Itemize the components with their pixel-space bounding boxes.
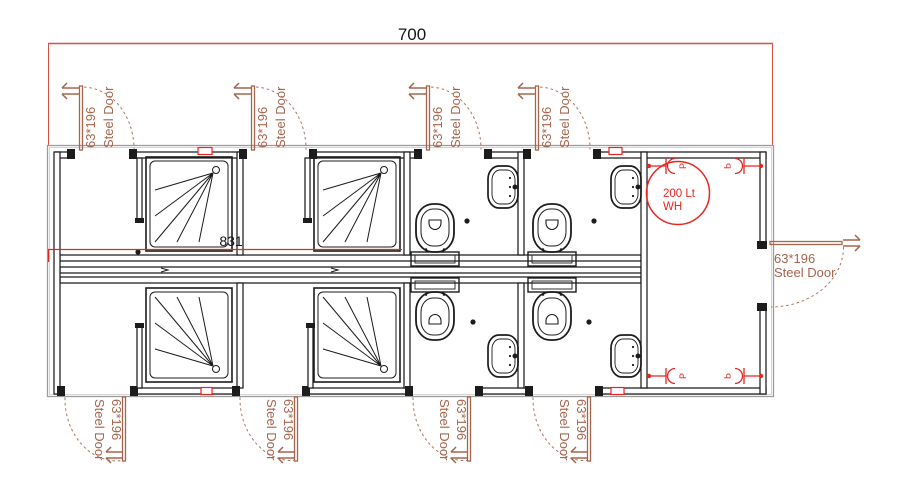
valve-symbol-bottom-left: P xyxy=(646,367,688,385)
partition xyxy=(403,151,411,256)
partition xyxy=(640,151,648,389)
door-label-type: Steel Door xyxy=(264,399,279,461)
wall-segment xyxy=(59,266,642,274)
door-label-type: Steel Door xyxy=(101,86,116,148)
door-label-type: Steel Door xyxy=(774,265,836,280)
mid-wall xyxy=(59,254,642,284)
door-label-type: Steel Door xyxy=(437,399,452,461)
door-top-4: 63*196 Steel Door xyxy=(517,82,591,151)
door-bottom-3: 63*196 Steel Door xyxy=(412,396,472,464)
screen-stub xyxy=(304,157,311,222)
valve-symbol-top-left: P xyxy=(646,157,688,175)
door-top-3: 63*196 Steel Door xyxy=(408,82,482,151)
floor-drain-dot xyxy=(135,249,141,255)
floor-drain-dot xyxy=(470,319,476,325)
partition xyxy=(517,151,525,256)
screen-stub xyxy=(136,157,143,222)
wall-right xyxy=(759,304,767,395)
door-bottom-1: 63*196 Steel Door xyxy=(64,396,127,464)
door-label-size: 63*196 xyxy=(109,399,124,440)
valve-letter: P xyxy=(678,373,688,379)
valve-symbol-top-right: P xyxy=(722,157,764,175)
door-label-size: 63*196 xyxy=(574,399,589,440)
door-label-type: Steel Door xyxy=(557,399,572,461)
dimension-700: 700 xyxy=(48,25,773,146)
partition xyxy=(517,282,525,389)
walls xyxy=(53,149,767,396)
partition xyxy=(403,282,411,389)
wall-left xyxy=(53,151,61,395)
screen-stub xyxy=(136,325,143,389)
wall-segment xyxy=(302,387,413,395)
screen-stub xyxy=(307,325,314,389)
vent-rect xyxy=(608,146,623,156)
door-label-size: 63*196 xyxy=(255,107,270,148)
vent-rect xyxy=(200,386,213,396)
water-heater: 200 Lt WH xyxy=(645,160,711,226)
door-label-size: 63*196 xyxy=(83,107,98,148)
vent-rect xyxy=(610,386,625,396)
dimension-831: 831 xyxy=(47,233,402,262)
door-label-type: Steel Door xyxy=(448,86,463,148)
door-jambs xyxy=(57,149,767,396)
dimension-831-label: 831 xyxy=(219,233,243,249)
door-label-type: Steel Door xyxy=(92,399,107,461)
wall-segment xyxy=(130,387,240,395)
wall-segment xyxy=(475,387,533,395)
dimension-700-label: 700 xyxy=(398,25,426,44)
door-label-size: 63*196 xyxy=(539,107,554,148)
door-top-1: 63*196 Steel Door xyxy=(61,82,135,151)
door-label-type: Steel Door xyxy=(273,86,288,148)
water-heater-label-line2: WH xyxy=(663,201,682,213)
floor-drain-dot xyxy=(464,218,470,224)
fixtures xyxy=(135,156,642,383)
door-label-size: 63*196 xyxy=(454,399,469,440)
water-heater-label-line1: 200 Lt xyxy=(663,188,696,200)
partition xyxy=(236,282,244,389)
valve-letter: P xyxy=(722,163,732,169)
door-label-size: 63*196 xyxy=(430,107,445,148)
door-right: 63*196 Steel Door xyxy=(769,234,861,308)
valve-letter: P xyxy=(678,163,688,169)
vent-rect xyxy=(197,146,213,156)
floor-drain-dot xyxy=(586,319,592,325)
door-label-size: 63*196 xyxy=(774,251,815,266)
wall-segment xyxy=(59,254,642,262)
door-bottom-2: 63*196 Steel Door xyxy=(239,396,299,464)
valve-symbol-bottom-right: P xyxy=(722,367,764,385)
door-top-2: 63*196 Steel Door xyxy=(233,82,307,151)
door-bottom-4: 63*196 Steel Door xyxy=(532,396,592,464)
floor-drain-dot xyxy=(591,218,597,224)
valve-letter: P xyxy=(722,373,732,379)
door-label-type: Steel Door xyxy=(557,86,572,148)
wall-vents xyxy=(197,146,625,396)
door-label-size: 63*196 xyxy=(281,399,296,440)
